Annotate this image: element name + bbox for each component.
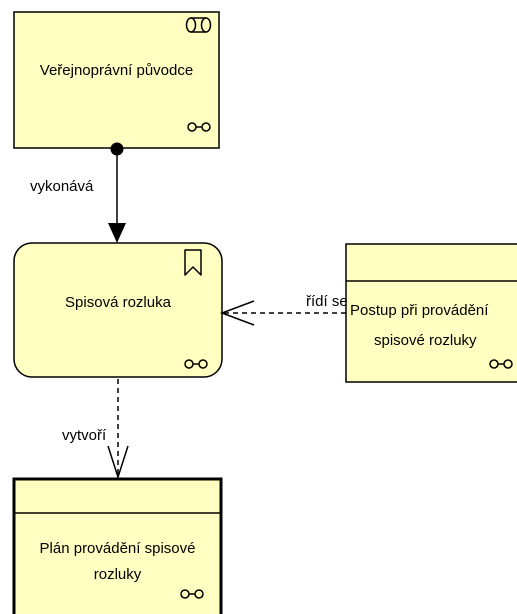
node-box <box>13 11 220 149</box>
node-box <box>345 243 517 383</box>
node-plan-provadeni[interactable] <box>12 477 223 614</box>
infinity-icon <box>187 122 211 132</box>
edge-label-access: vytvoří <box>62 427 107 444</box>
node-postup-pri-provadeni[interactable] <box>345 243 517 383</box>
node-verejnopravni-puvodce[interactable] <box>13 11 220 149</box>
edge-influence[interactable] <box>219 300 346 326</box>
node-box <box>12 477 223 614</box>
node-box <box>13 242 223 378</box>
node-label: Spisová rozluka <box>65 294 171 311</box>
node-label-line2: rozluky <box>93 566 142 583</box>
infinity-icon <box>489 359 513 369</box>
edge-assignment[interactable] <box>108 142 126 244</box>
business-event-icon <box>184 249 202 276</box>
node-label: Veřejnoprávní původce <box>39 62 194 79</box>
node-label-line2: spisové rozluky <box>374 332 477 349</box>
node-label-line1: Postup při provádění <box>350 302 489 319</box>
arrowhead-filled <box>108 223 126 243</box>
node-label-line1: Plán provádění spisové <box>39 540 196 557</box>
role-icon <box>185 17 212 33</box>
arrowhead-open <box>107 445 129 480</box>
infinity-icon <box>180 589 204 599</box>
node-spisova-rozluka[interactable] <box>13 242 223 378</box>
edge-label-assignment: vykonává <box>30 178 94 195</box>
edge-access[interactable] <box>107 379 129 480</box>
infinity-icon <box>184 359 208 369</box>
arrowhead-open <box>219 300 255 326</box>
edge-label-influence: řídí se <box>306 293 348 310</box>
